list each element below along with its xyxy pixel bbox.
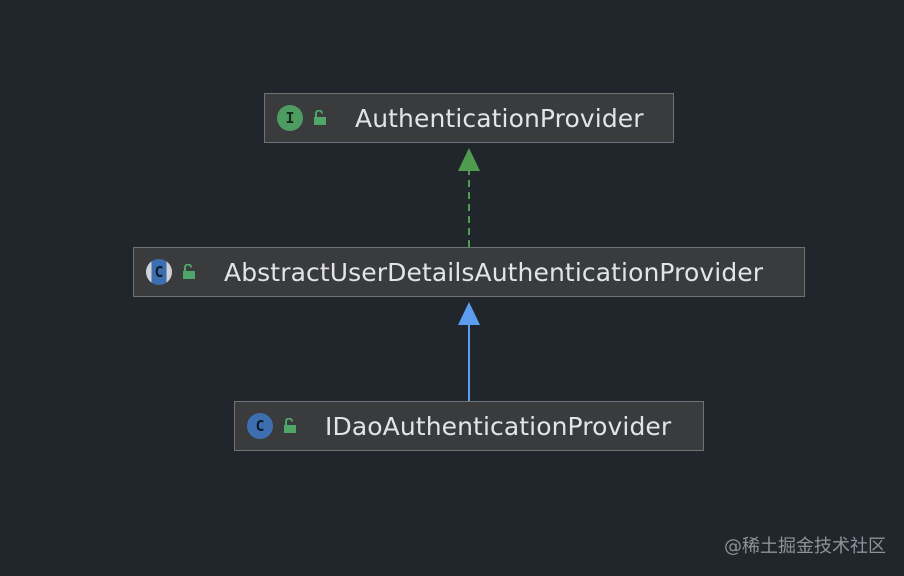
watermark: @稀土掘金技术社区 (724, 536, 886, 557)
implements-arrowhead (458, 148, 480, 171)
unlocked-public-icon (183, 264, 195, 279)
node-abstract-user-details-authentication-provider[interactable]: C AbstractUserDetailsAuthenticationProvi… (133, 247, 805, 297)
class-icon: C (247, 413, 273, 439)
node-name: AbstractUserDetailsAuthenticationProvide… (224, 257, 764, 287)
extends-arrowhead (458, 302, 480, 325)
unlocked-public-icon (284, 418, 296, 433)
node-name: IDaoAuthenticationProvider (325, 411, 672, 441)
node-idao-authentication-provider[interactable]: C IDaoAuthenticationProvider (234, 401, 704, 451)
node-name: AuthenticationProvider (355, 103, 644, 133)
abstract-class-icon: C (146, 259, 172, 285)
node-authentication-provider[interactable]: I AuthenticationProvider (264, 93, 674, 143)
unlocked-public-icon (314, 110, 326, 125)
interface-icon: I (277, 105, 303, 131)
